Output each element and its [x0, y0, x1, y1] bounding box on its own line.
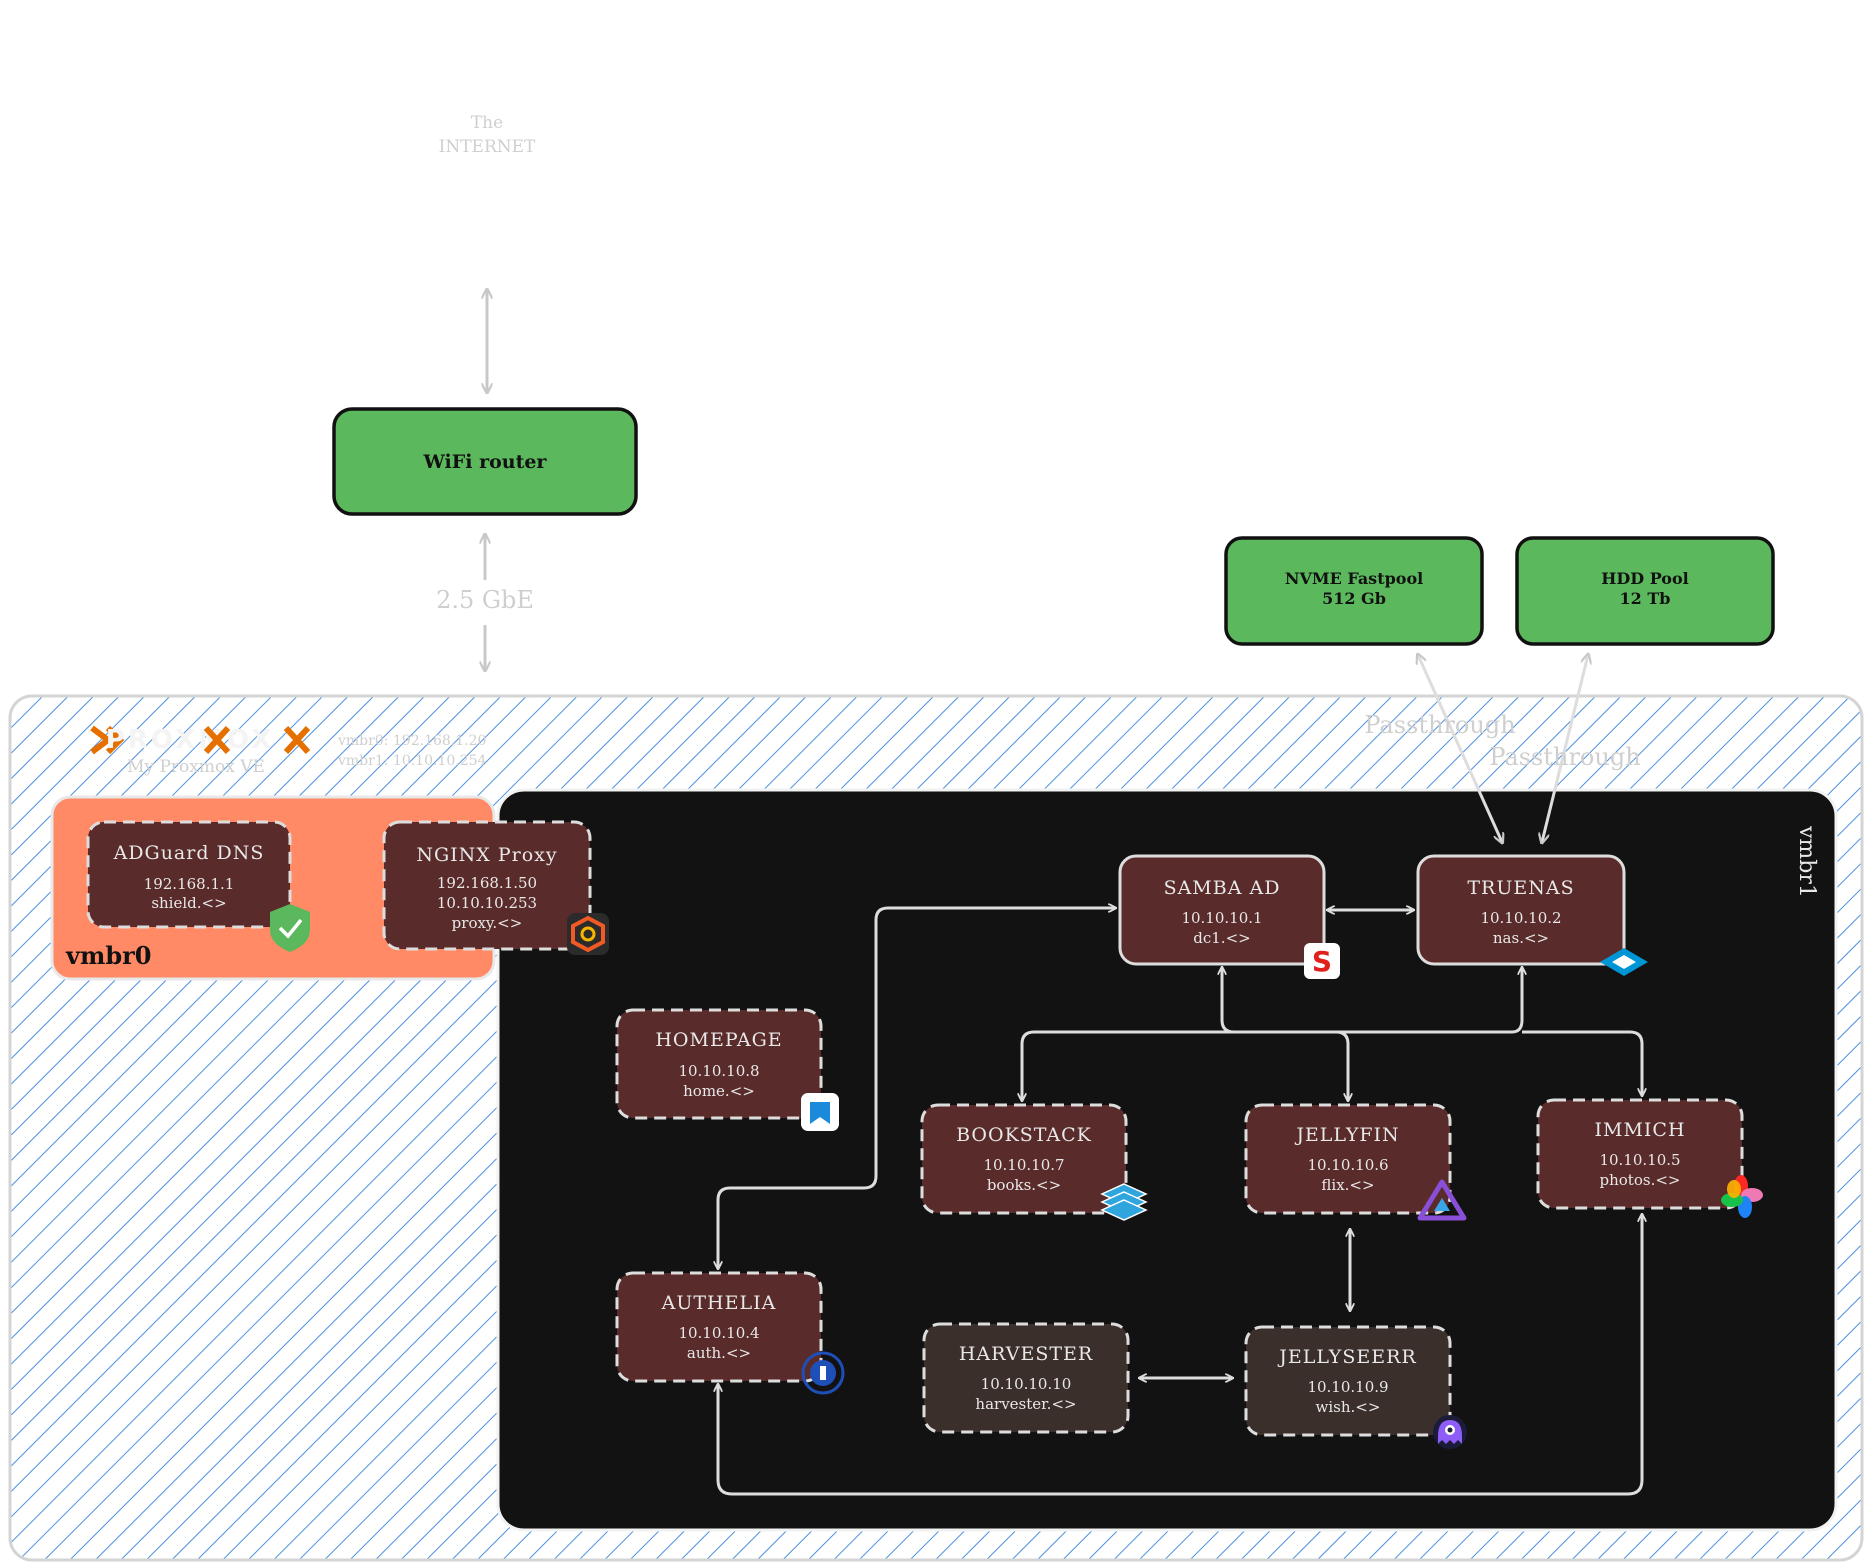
proxmox-brand: PROXMOX	[106, 725, 274, 755]
jellyseerr-title: JELLYSEERR	[1277, 1346, 1416, 1368]
truenas-host: nas.<>	[1493, 929, 1549, 947]
homepage-host: home.<>	[683, 1082, 755, 1100]
harvester-ip: 10.10.10.10	[981, 1375, 1072, 1393]
nginx-host: proxy.<>	[452, 914, 523, 932]
samba-host: dc1.<>	[1193, 929, 1250, 947]
immich-ip: 10.10.10.5	[1599, 1151, 1680, 1169]
service-connectors	[718, 908, 1642, 1496]
link-speed-label: 2.5 GbE	[436, 586, 534, 614]
jellyseerr-node: JELLYSEERR 10.10.10.9 wish.<>	[1244, 1325, 1467, 1449]
samba-ip: 10.10.10.1	[1181, 909, 1262, 927]
wifi-router-label: WiFi router	[423, 451, 548, 473]
samba-ad-node: SAMBA AD 10.10.10.1 dc1.<> S	[1118, 854, 1340, 979]
bookstack-node: BOOKSTACK 10.10.10.7 books.<>	[920, 1103, 1148, 1221]
vmbr0-ip-label: vmbr0: 192.168.1.20	[337, 733, 486, 749]
svg-text:S: S	[1312, 945, 1332, 978]
nginx-proxy-node: NGINX Proxy 192.168.1.50 10.10.10.253 pr…	[382, 820, 609, 955]
vmbr1-label: vmbr1	[1794, 825, 1819, 898]
proxmox-subtitle: My Proxmox VE	[127, 757, 265, 777]
adguard-title: ADGuard DNS	[113, 842, 265, 864]
authelia-title: AUTHELIA	[661, 1292, 777, 1314]
jellyfin-icon	[1417, 1179, 1467, 1221]
passthrough-label-nvme: Passthrough	[1364, 711, 1515, 739]
nvme-fastpool-node: NVME Fastpool 512 Gb	[1224, 536, 1484, 646]
truenas-node: TRUENAS 10.10.10.2 nas.<>	[1416, 854, 1648, 976]
adguard-shield-icon	[270, 904, 310, 952]
jellyseerr-host: wish.<>	[1316, 1398, 1381, 1416]
bookstack-host: books.<>	[987, 1176, 1061, 1194]
jellyfin-host: flix.<>	[1321, 1176, 1374, 1194]
homepage-icon	[801, 1093, 839, 1131]
nginx-ip: 192.168.1.50	[437, 874, 537, 892]
adguard-host: shield.<>	[151, 894, 226, 912]
nvme-fastpool-line1: NVME Fastpool	[1285, 569, 1423, 588]
nginx-ip2: 10.10.10.253	[437, 894, 537, 912]
samba-icon: S	[1304, 943, 1340, 979]
jellyfin-ip: 10.10.10.6	[1307, 1156, 1388, 1174]
authelia-icon	[801, 1351, 845, 1395]
bookstack-title: BOOKSTACK	[956, 1124, 1092, 1146]
proxmox-logo: PROXMOX My Proxmox VE	[90, 725, 311, 777]
internet-label-line1: The	[471, 113, 503, 133]
authelia-ip: 10.10.10.4	[678, 1324, 759, 1342]
hdd-pool-node: HDD Pool 12 Tb	[1515, 536, 1775, 646]
hdd-pool-line1: HDD Pool	[1601, 569, 1688, 588]
jellyfin-node: JELLYFIN 10.10.10.6 flix.<>	[1244, 1103, 1467, 1221]
vmbr1-ip-label: vmbr1: 10.10.10.254	[337, 753, 487, 769]
immich-host: photos.<>	[1600, 1171, 1681, 1189]
wifi-router-node: WiFi router	[332, 407, 638, 516]
internet-label-line2: INTERNET	[439, 137, 536, 157]
jellyfin-title: JELLYFIN	[1294, 1124, 1399, 1146]
internet-node: The INTERNET	[439, 113, 536, 157]
immich-node: IMMICH 10.10.10.5 photos.<>	[1536, 1098, 1763, 1218]
harvester-node: HARVESTER 10.10.10.10 harvester.<>	[922, 1322, 1130, 1434]
truenas-icon	[1600, 948, 1648, 976]
harvester-title: HARVESTER	[959, 1343, 1093, 1365]
immich-title: IMMICH	[1594, 1119, 1685, 1141]
adguard-dns-node: ADGuard DNS 192.168.1.1 shield.<>	[86, 820, 310, 952]
truenas-title: TRUENAS	[1467, 877, 1574, 899]
homepage-title: HOMEPAGE	[655, 1029, 782, 1051]
passthrough-connectors	[1418, 655, 1588, 842]
homepage-ip: 10.10.10.8	[678, 1062, 759, 1080]
passthrough-label-hdd: Passthrough	[1489, 743, 1640, 771]
immich-icon	[1721, 1175, 1763, 1218]
adguard-ip: 192.168.1.1	[144, 875, 235, 893]
jellyseerr-ip: 10.10.10.9	[1307, 1378, 1388, 1396]
hdd-pool-line2: 12 Tb	[1620, 589, 1671, 608]
harvester-host: harvester.<>	[975, 1395, 1076, 1413]
nginx-title: NGINX Proxy	[416, 844, 557, 866]
vmbr0-label: vmbr0	[65, 941, 151, 970]
authelia-node: AUTHELIA 10.10.10.4 auth.<>	[615, 1271, 845, 1395]
bookstack-ip: 10.10.10.7	[983, 1156, 1064, 1174]
homepage-node: HOMEPAGE 10.10.10.8 home.<>	[615, 1008, 839, 1131]
jellyseerr-icon	[1433, 1415, 1467, 1449]
authelia-host: auth.<>	[687, 1344, 751, 1362]
bookstack-icon	[1100, 1183, 1148, 1221]
truenas-ip: 10.10.10.2	[1480, 909, 1561, 927]
samba-title: SAMBA AD	[1164, 877, 1281, 899]
nvme-fastpool-line2: 512 Gb	[1322, 589, 1386, 608]
nginx-proxy-manager-icon	[567, 913, 609, 955]
